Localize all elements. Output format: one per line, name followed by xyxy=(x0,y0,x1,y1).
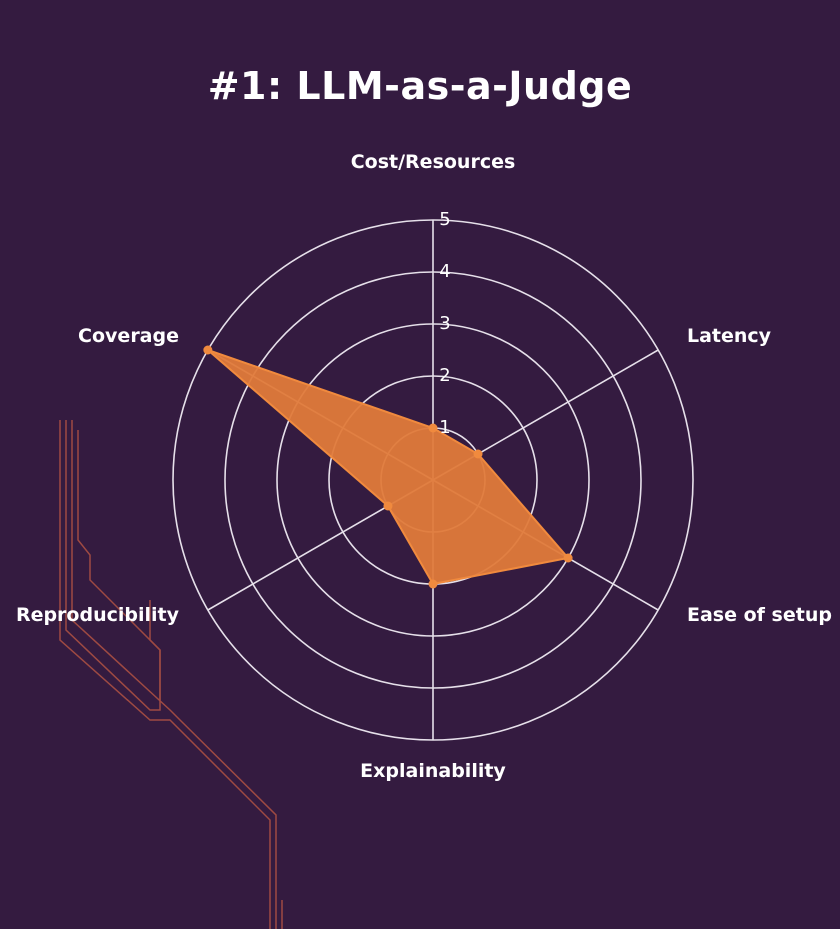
axis-label: Latency xyxy=(687,325,772,347)
tick-label: 2 xyxy=(439,365,450,386)
axis-label: Reproducibility xyxy=(16,604,180,626)
series-area xyxy=(207,349,570,586)
data-point xyxy=(563,553,573,563)
data-point xyxy=(203,345,213,355)
tick-label: 5 xyxy=(439,209,450,230)
page-title: #1: LLM-as-a-Judge xyxy=(207,64,633,108)
circuit-line xyxy=(59,420,271,929)
circuit-line-decoration xyxy=(59,420,283,929)
circuit-line xyxy=(77,430,161,700)
axis-label: Ease of setup xyxy=(687,604,832,626)
tick-label: 3 xyxy=(439,313,450,334)
circuit-line xyxy=(71,420,277,929)
axis-label: Coverage xyxy=(78,325,179,347)
data-point xyxy=(383,501,393,511)
axis-label: Explainability xyxy=(360,760,506,782)
data-point xyxy=(428,423,438,433)
data-point xyxy=(473,449,483,459)
tick-label: 1 xyxy=(439,417,450,438)
data-point xyxy=(428,579,438,589)
tick-label: 4 xyxy=(439,261,450,282)
axis-label: Cost/Resources xyxy=(351,151,516,173)
circuit-line xyxy=(65,420,161,711)
